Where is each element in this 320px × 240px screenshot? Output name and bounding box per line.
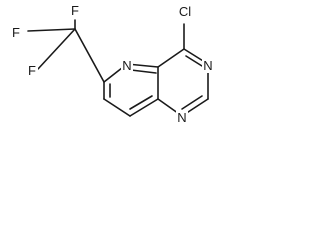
bond-cf3-f-left-bottom (37, 28, 76, 70)
n-pyridine-label-bg (121, 58, 133, 73)
bond-c8-c7 (103, 98, 131, 117)
molecule-structure: Cl N N N F F F (10, 3, 214, 125)
bond-c4a-c4 (157, 48, 185, 68)
bond-c8a-c8 (129, 98, 159, 117)
n-lower-label-bg (176, 110, 188, 125)
cl-label-bg (175, 3, 195, 20)
pyridine-nitrogen-label: N (122, 58, 131, 73)
bond-n5-c4a-inner (130, 69, 157, 74)
bond-cf3-to-ring (74, 28, 105, 83)
fluorine-top-label: F (71, 3, 79, 18)
f-left-top-label-bg (10, 25, 22, 40)
bond-c2-n1-inner (181, 95, 203, 110)
fluorine-left-bottom-label: F (28, 63, 36, 78)
bond-cf3-f-left-top (27, 28, 76, 32)
fluorine-left-top-label: F (12, 25, 20, 40)
pyrimidine-nitrogen-3-label: N (203, 58, 212, 73)
bond-c8a-c8-inner (129, 95, 153, 110)
n-upper-label-bg (202, 58, 214, 73)
bonds (27, 19, 209, 117)
pyrimidine-nitrogen-1-label: N (177, 110, 186, 125)
f-top-label-bg (69, 3, 81, 18)
f-left-bottom-label-bg (26, 63, 38, 78)
chlorine-label: Cl (179, 4, 191, 19)
bond-c4-n3-inner (185, 55, 203, 67)
atom-labels: Cl N N N F F F (10, 3, 214, 125)
